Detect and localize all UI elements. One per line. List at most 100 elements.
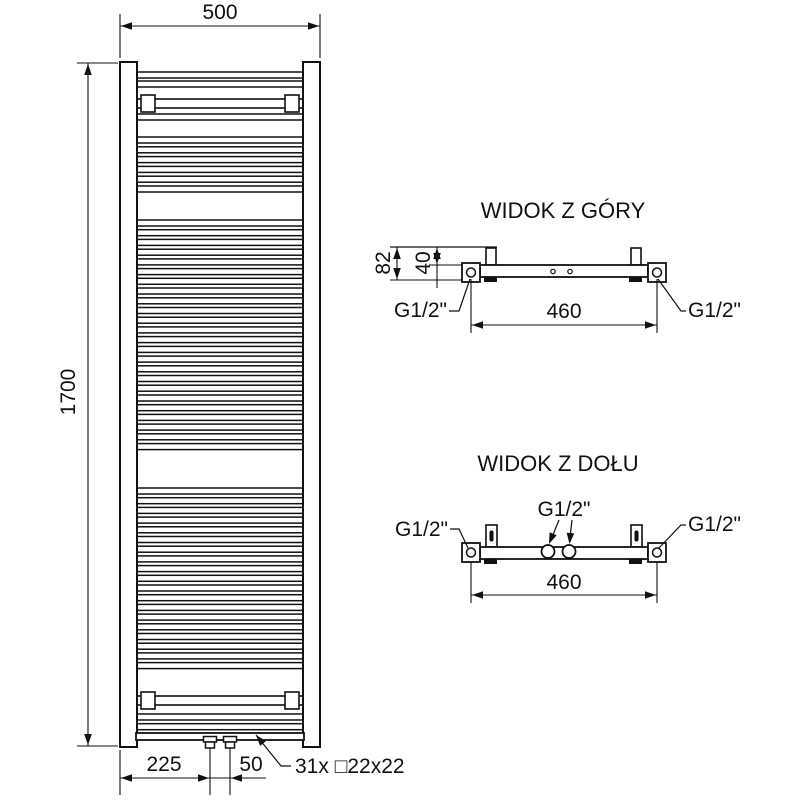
depth-dimensions: 82 40 bbox=[372, 247, 462, 288]
rung bbox=[135, 113, 305, 121]
right-valve-connection bbox=[222, 735, 238, 795]
arrowhead bbox=[256, 735, 266, 746]
top-spacing-label: 460 bbox=[546, 300, 581, 323]
rung bbox=[135, 219, 305, 227]
bottom-view-title: WIDOK Z DOŁU bbox=[477, 451, 638, 476]
rung bbox=[135, 80, 305, 88]
arrowhead bbox=[645, 591, 656, 599]
rung-note-label: 31x □22x22 bbox=[295, 755, 405, 778]
left-bracket-foot bbox=[484, 277, 497, 282]
bottom-rung bbox=[135, 732, 305, 741]
rung bbox=[135, 306, 305, 315]
rung bbox=[135, 496, 305, 505]
bottom-view: WIDOK Z DOŁU G1/2" G1/2" G1/2" bbox=[395, 451, 741, 603]
rung bbox=[135, 345, 305, 354]
rung bbox=[135, 555, 305, 563]
rung bbox=[135, 335, 305, 344]
arrowhead bbox=[549, 532, 557, 544]
rung bbox=[135, 545, 305, 553]
top-view-title: WIDOK Z GÓRY bbox=[481, 198, 646, 223]
rung bbox=[135, 516, 305, 524]
arrowhead bbox=[84, 734, 92, 745]
rung bbox=[135, 423, 305, 431]
bottom-thread-right-label: G1/2" bbox=[688, 513, 741, 536]
bottom-thread-left-label: G1/2" bbox=[395, 518, 448, 541]
bottom-connection-spacing: 460 bbox=[470, 562, 658, 603]
rung bbox=[135, 136, 305, 144]
rung bbox=[135, 722, 305, 731]
center-thread-hole-right bbox=[561, 544, 577, 559]
rung bbox=[135, 287, 305, 295]
height-dimension: 1700 bbox=[57, 62, 118, 747]
valve-spacing-label: 50 bbox=[239, 753, 262, 776]
rung bbox=[135, 713, 305, 721]
arrowhead bbox=[198, 774, 209, 782]
rung bbox=[135, 433, 305, 441]
right-thread-hole-bottom bbox=[651, 547, 663, 558]
width-dimension: 500 bbox=[119, 1, 321, 58]
arrowhead bbox=[121, 774, 132, 782]
rung bbox=[135, 267, 305, 276]
right-thread-hole bbox=[651, 267, 663, 278]
rung bbox=[135, 155, 305, 164]
rung bbox=[135, 277, 305, 286]
radiator-rungs bbox=[135, 71, 305, 731]
total-depth-label: 82 bbox=[372, 251, 395, 274]
center-connection-mark bbox=[567, 268, 573, 275]
rung bbox=[135, 185, 305, 193]
rung bbox=[135, 316, 305, 324]
top-thread-labels: G1/2" G1/2" bbox=[394, 278, 741, 322]
bottom-center-thread: G1/2" bbox=[538, 498, 590, 543]
rung bbox=[135, 526, 305, 534]
height-dim-label: 1700 bbox=[57, 369, 80, 416]
center-thread-hole-left bbox=[540, 544, 556, 559]
rung bbox=[135, 228, 305, 237]
arrowhead bbox=[84, 64, 92, 75]
right-bracket-foot-bottom bbox=[629, 559, 642, 564]
rung bbox=[135, 487, 305, 495]
rung bbox=[135, 584, 305, 592]
top-view: WIDOK Z GÓRY 82 40 460 bbox=[372, 198, 741, 333]
rung bbox=[135, 297, 305, 305]
rung bbox=[135, 632, 305, 641]
rung bbox=[135, 506, 305, 515]
top-mounting-bracket bbox=[136, 94, 304, 113]
bottom-mounting-bracket bbox=[136, 691, 304, 710]
right-bracket-slot bbox=[634, 530, 639, 542]
rung bbox=[135, 146, 305, 154]
arrowhead bbox=[121, 22, 132, 30]
rung bbox=[135, 603, 305, 612]
rung bbox=[135, 593, 305, 602]
rung bbox=[135, 623, 305, 631]
rung bbox=[135, 613, 305, 621]
arrowhead bbox=[472, 591, 483, 599]
rung bbox=[135, 175, 305, 183]
front-view: 500 1700 225 50 31x □22x22 bbox=[57, 1, 405, 795]
arrowhead bbox=[393, 248, 401, 259]
arrowhead bbox=[472, 321, 483, 329]
arrowhead bbox=[645, 321, 656, 329]
right-collector-tube bbox=[302, 61, 321, 748]
rung bbox=[135, 661, 305, 670]
arrowhead bbox=[231, 774, 242, 782]
rung bbox=[135, 165, 305, 174]
rung bbox=[135, 652, 305, 660]
top-connection-spacing: 460 bbox=[470, 279, 658, 333]
valve-dimensions: 225 50 bbox=[119, 750, 266, 795]
width-dim-label: 500 bbox=[202, 1, 237, 24]
arrowhead bbox=[566, 532, 575, 544]
center-connection-mark bbox=[550, 268, 556, 275]
arrowhead bbox=[433, 253, 441, 264]
rung bbox=[135, 326, 305, 334]
rung bbox=[135, 248, 305, 256]
left-thread-hole bbox=[465, 267, 477, 278]
top-thread-right-label: G1/2" bbox=[688, 299, 741, 322]
rung bbox=[135, 403, 305, 412]
rung bbox=[135, 574, 305, 583]
rung bbox=[135, 71, 305, 79]
bottom-spacing-label: 460 bbox=[546, 571, 581, 594]
right-wall-bracket bbox=[630, 247, 642, 266]
left-thread-hole-bottom bbox=[465, 547, 477, 558]
